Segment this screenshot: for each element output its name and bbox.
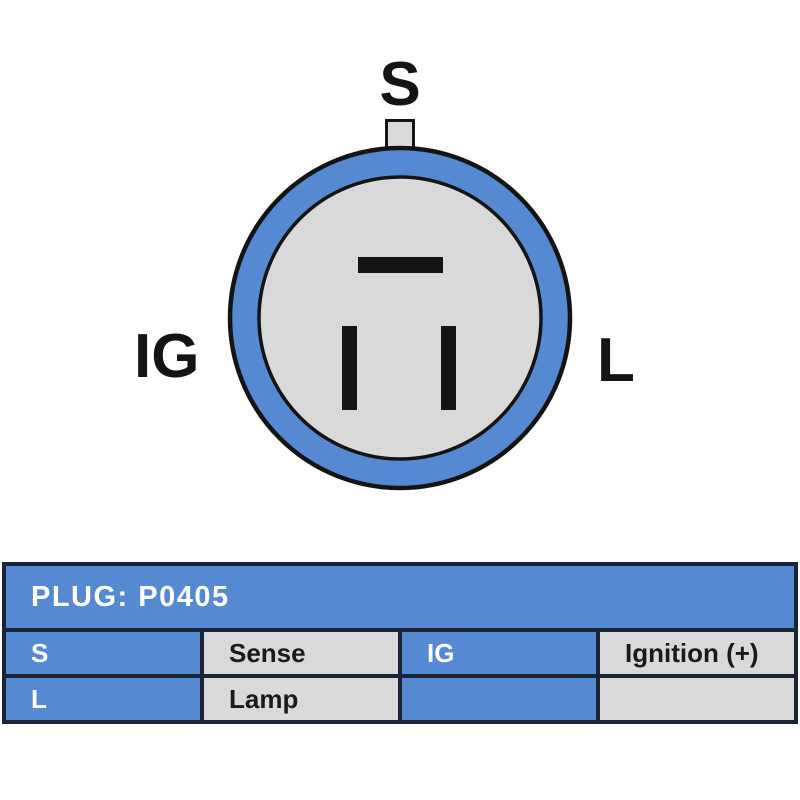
pin-slot-s xyxy=(358,257,443,273)
connector-diagram: S IG L xyxy=(134,50,635,491)
pinout-table: PLUG: P0405 S Sense IG Ignition (+) L La… xyxy=(2,562,798,724)
pin-desc-cell: Lamp xyxy=(200,674,402,724)
pin-key-cell: L xyxy=(2,674,204,724)
pin-desc-cell: Sense xyxy=(200,628,402,678)
pin-key-cell: IG xyxy=(398,628,600,678)
pin-desc-cell: Ignition (+) xyxy=(596,628,798,678)
pin-key-cell: S xyxy=(2,628,204,678)
pin-label-s: S xyxy=(379,50,421,119)
table-title: PLUG: P0405 xyxy=(2,562,798,632)
pin-key-cell xyxy=(398,674,600,724)
index-tab xyxy=(385,119,415,150)
connector-graphic xyxy=(227,119,573,491)
table-row: L Lamp xyxy=(2,674,798,724)
connector-face xyxy=(257,175,543,461)
table-row: S Sense IG Ignition (+) xyxy=(2,628,798,678)
pin-label-ig: IG xyxy=(134,322,200,391)
pin-desc-cell xyxy=(596,674,798,724)
pin-slot-ig xyxy=(342,326,357,410)
pin-label-l: L xyxy=(597,326,635,395)
pin-slot-l xyxy=(441,326,456,410)
table-header-row: PLUG: P0405 xyxy=(2,562,798,632)
